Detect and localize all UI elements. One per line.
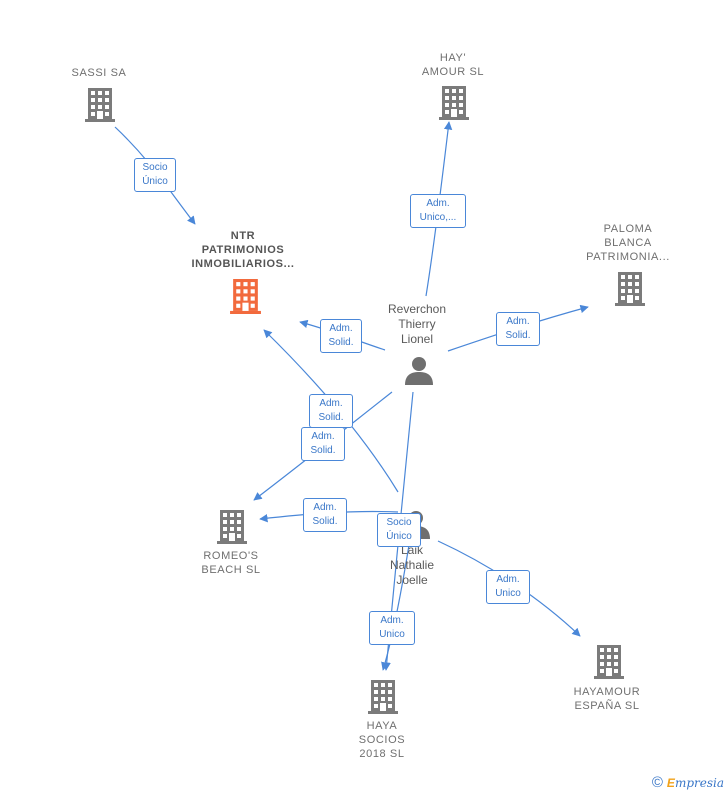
company-label-line: PALOMA [603, 223, 653, 235]
company-label-line: ESPAÑA SL [574, 700, 640, 712]
company-romeos[interactable]: ROMEO'S BEACH SL [171, 549, 291, 577]
person-icon[interactable] [405, 357, 433, 385]
company-ntr[interactable]: NTR PATRIMONIOS INMOBILIARIOS... [183, 229, 303, 271]
company-label-line: INMOBILIARIOS... [191, 258, 295, 270]
edge-label-line: Socio [386, 517, 412, 528]
brand-footer: ©Empresia [652, 774, 724, 791]
edge-label-line: Solid. [310, 445, 336, 456]
company-label-line: HAYA [366, 720, 398, 732]
company-sassi[interactable]: SASSI SA [39, 66, 159, 80]
company-label-line: BLANCA [604, 237, 652, 249]
edge-label-line: Socio [142, 162, 168, 173]
edge-label-laik-hayamour-espana[interactable]: Adm. Unico [486, 570, 530, 604]
edge-label-line: Único [142, 176, 168, 187]
edge-label-line: Adm. [496, 574, 520, 585]
brand-initial: E [666, 776, 675, 790]
building-icon[interactable] [85, 88, 115, 122]
company-label-line: PATRIMONIA... [586, 251, 670, 263]
edge-label-line: Adm. [311, 431, 335, 442]
edge-label-laik-romeos[interactable]: Adm. Solid. [303, 498, 347, 532]
copyright-mark: © [651, 774, 663, 791]
company-label-line: 2018 SL [359, 748, 405, 760]
building-icon[interactable] [368, 680, 398, 714]
edge-label-line: Adm. [329, 323, 353, 334]
edge-label-reverchon-ntr[interactable]: Adm. Solid. [320, 319, 362, 353]
edge-label-laik-haya[interactable]: Adm. Unico [369, 611, 415, 645]
person-label-line: Joelle [396, 573, 428, 587]
edge-label-reverchon-haya[interactable]: Socio Único [377, 513, 421, 547]
building-icon[interactable] [615, 272, 645, 306]
building-icon[interactable] [594, 645, 624, 679]
edge-label-line: Solid. [328, 337, 354, 348]
company-label-line: HAYAMOUR [573, 686, 641, 698]
edge-label-line: Adm. [426, 198, 450, 209]
edge-label-line: Único [386, 531, 412, 542]
edge-label-line: Adm. [319, 398, 343, 409]
edge-label-laik-ntr[interactable]: Adm. Solid. [309, 394, 353, 428]
company-label-line: AMOUR SL [421, 66, 485, 78]
company-hayamour-espana[interactable]: HAYAMOUR ESPAÑA SL [547, 685, 667, 713]
company-label-line: NTR [230, 230, 256, 242]
company-label: SASSI SA [71, 67, 127, 79]
building-icon-focus[interactable] [230, 279, 261, 314]
person-label-line: Nathalie [389, 558, 435, 572]
edge-label-reverchon-hayamour[interactable]: Adm. Unico,... [410, 194, 466, 228]
edge-label-line: Adm. [313, 502, 337, 513]
edge-label-line: Adm. [380, 615, 404, 626]
person-label-line: Thierry [398, 317, 436, 331]
company-label-line: HAY' [439, 52, 467, 64]
edge-label-line: Adm. [506, 316, 530, 327]
person-label-line: Lionel [400, 332, 434, 346]
edge-label-line: Solid. [312, 516, 338, 527]
person-laik[interactable]: Laik Nathalie Joelle [357, 543, 467, 588]
building-icon[interactable] [217, 510, 247, 544]
company-label-line: SOCIOS [358, 734, 406, 746]
edge-label-line: Solid. [318, 412, 344, 423]
company-paloma[interactable]: PALOMA BLANCA PATRIMONIA... [568, 222, 688, 264]
building-icon[interactable] [439, 86, 469, 120]
company-label-line: BEACH SL [201, 564, 261, 576]
person-label-line: Reverchon [387, 302, 447, 316]
edge-label-reverchon-romeos[interactable]: Adm. Solid. [301, 427, 345, 461]
company-label-line: PATRIMONIOS [201, 244, 285, 256]
company-hay-amour-sl[interactable]: HAY' AMOUR SL [393, 51, 513, 79]
edge-label-line: Unico [495, 588, 521, 599]
brand-name: mpresia [674, 776, 724, 790]
edge-label-sassi-ntr[interactable]: Socio Único [134, 158, 176, 192]
edge-label-line: Unico,... [419, 212, 457, 223]
company-label-line: ROMEO'S [203, 550, 259, 562]
edge-label-reverchon-paloma[interactable]: Adm. Solid. [496, 312, 540, 346]
company-haya-socios[interactable]: HAYA SOCIOS 2018 SL [322, 719, 442, 761]
edge-label-line: Solid. [505, 330, 531, 341]
edge-label-line: Unico [379, 629, 405, 640]
person-reverchon[interactable]: Reverchon Thierry Lionel [362, 302, 472, 347]
